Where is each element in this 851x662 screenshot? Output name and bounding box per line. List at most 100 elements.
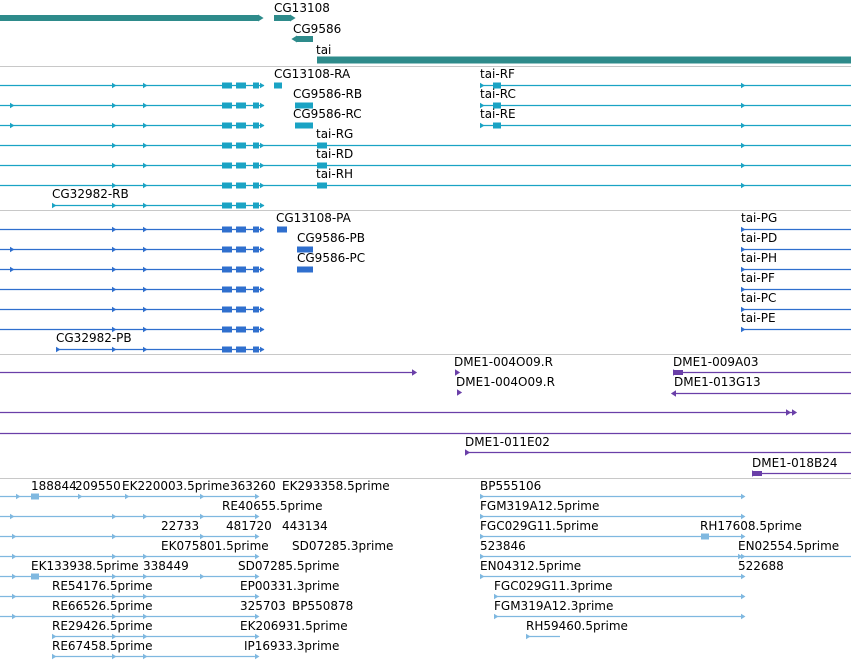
exon-block [222,346,232,353]
feature-label: RH17608.5prime [700,519,802,533]
transcript-feature[interactable]: tai-RG [0,127,851,149]
strand-arrow [56,346,61,353]
est-feature[interactable] [0,533,260,540]
exon-block [253,286,259,293]
est-feature[interactable] [480,573,746,580]
gene-feature[interactable]: CG9586 [291,22,341,43]
protein-feature[interactable]: tai-PG [741,211,851,233]
strand-arrow [741,182,746,189]
transcript-feature[interactable]: tai-RD [0,147,851,169]
strand-arrow [112,653,117,660]
est-feature[interactable] [480,513,746,520]
clone-feature[interactable]: DME1-004O09.R [456,375,555,396]
est-feature[interactable] [0,593,260,600]
clone-feature[interactable] [0,409,798,416]
strand-arrow [480,553,485,560]
strand-arrow [10,266,15,273]
protein-feature[interactable] [0,286,265,293]
feature-label: 481720 [226,519,272,533]
strand-arrow [741,493,746,500]
clone-feature[interactable]: DME1-018B24 [752,456,851,477]
feature-label: 363260 [230,479,276,493]
gene-feature[interactable]: tai [316,43,851,64]
protein-feature[interactable] [0,326,265,333]
strand-arrow [255,513,260,520]
strand-arrow [12,533,17,540]
est-feature[interactable] [494,593,746,600]
feature-label: FGC029G11.5prime [480,519,598,533]
exon-block [317,142,327,149]
strand-arrow [143,346,148,353]
est-feature[interactable] [52,633,260,640]
feature-label: 325703 [240,599,286,613]
protein-feature[interactable]: tai-PF [741,271,851,293]
est-feature[interactable] [0,493,260,500]
est-feature[interactable] [0,613,260,620]
clone-feature[interactable]: DME1-004O09.R [454,355,553,376]
est-feature[interactable] [480,533,746,540]
feature-label: tai [316,43,331,57]
est-feature[interactable] [0,553,260,560]
protein-feature[interactable]: CG9586-PC [0,251,365,273]
strand-arrow [143,633,148,640]
est-feature[interactable] [526,633,560,640]
strand-arrow [12,553,17,560]
exon-block [274,82,282,89]
protein-feature[interactable]: tai-PC [741,291,851,313]
strand-arrow [143,182,148,189]
exon-block [701,533,709,540]
strand-arrow [255,593,260,600]
strand-arrow [741,122,746,129]
gene-feature[interactable] [0,14,264,22]
feature-label: tai-PG [741,211,777,225]
est-feature[interactable] [738,553,851,560]
feature-label: tai-PD [741,231,777,245]
protein-feature[interactable]: CG13108-PA [0,211,352,233]
exon-block [222,246,232,253]
protein-feature[interactable]: CG32982-PB [56,331,265,353]
strand-arrow [112,513,117,520]
est-feature[interactable] [0,573,260,580]
transcript-feature[interactable]: tai-RC [480,87,851,109]
est-feature[interactable] [480,493,746,500]
clone-feature[interactable] [0,369,418,376]
clone-feature[interactable]: DME1-013G13 [670,375,851,397]
protein-feature[interactable]: CG9586-PB [0,231,365,253]
strand-arrow [260,142,265,149]
transcript-feature[interactable]: CG13108-RA [0,67,351,89]
protein-feature[interactable]: tai-PD [741,231,851,253]
transcript-feature[interactable]: CG32982-RB [52,187,265,209]
strand-arrow [112,182,117,189]
est-feature[interactable] [52,653,260,660]
protein-feature[interactable]: tai-PH [741,251,851,273]
est-feature[interactable] [494,613,746,620]
feature-label: 188844 [31,479,77,493]
feature-label: EK133938.5prime [31,559,139,573]
strand-arrow [260,346,265,353]
strand-arrow [260,182,265,189]
strand-arrow [260,326,265,333]
transcript-feature[interactable]: tai-RE [480,107,851,129]
strand-arrow [255,633,260,640]
strand-arrow [112,122,117,129]
strand-arrow [200,573,205,580]
feature-label: EN02554.5prime [738,539,839,553]
feature-label: tai-RE [480,107,516,121]
protein-feature[interactable]: tai-PE [741,311,851,333]
strand-arrow [480,82,485,89]
feature-label: SD07285.5prime [238,559,339,573]
transcript-feature[interactable]: CG9586-RC [0,107,362,129]
transcript-feature[interactable]: tai-RH [0,167,851,189]
transcript-feature[interactable]: tai-RF [480,67,851,89]
est-feature[interactable] [0,513,260,520]
clone-feature[interactable]: DME1-011E02 [465,435,851,456]
protein-feature[interactable] [0,306,265,313]
clone-feature[interactable]: DME1-009A03 [673,355,851,376]
strand-arrow [112,102,117,109]
strand-arrow [143,513,148,520]
transcript-feature[interactable]: CG9586-RB [0,87,362,109]
feature-label: EK075801.5prime [161,539,269,553]
clone-block [752,471,762,476]
gene-feature[interactable]: CG13108 [274,1,330,22]
